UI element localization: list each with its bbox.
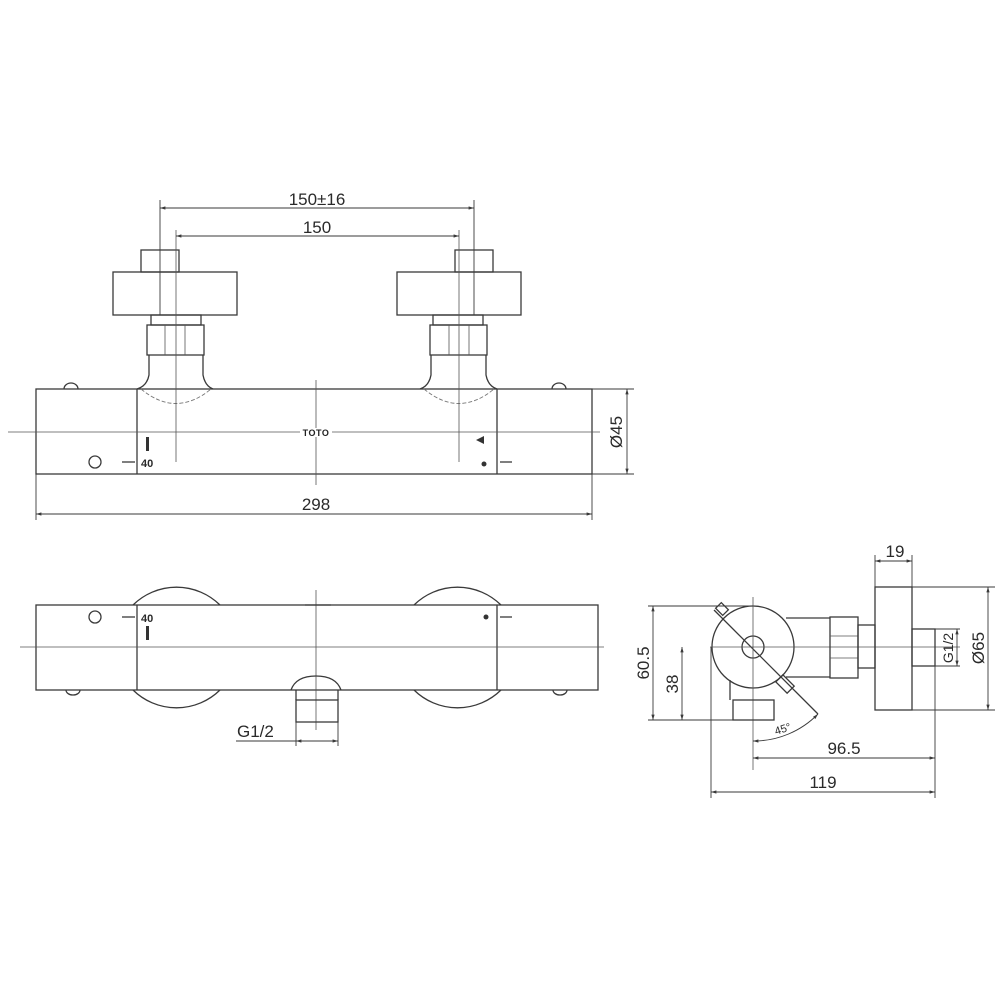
right-hex-nut [429,324,488,356]
left-wall-flange [112,271,238,316]
left-handle-outline [132,586,221,709]
left-eccentric-connector [112,230,238,462]
flange-depth-dim: 19 [886,542,905,561]
right-inlet-neck [419,355,498,390]
safety-button-icon[interactable] [88,610,102,624]
side-flange [874,586,913,711]
left-foot [63,382,79,390]
total-height-dim: 60.5 [634,646,653,679]
right-eccentric-connector [396,230,522,462]
flange-diameter-dim: Ø65 [969,632,988,664]
side-view: 19 Ø65 G1/2 60.5 38 45° 96.5 119 [634,542,995,798]
outlet-neck [290,675,342,691]
spacing-dim: 150 [303,218,331,237]
outlet-thread-dim: G1/2 [237,722,274,741]
right-stem [432,314,484,326]
brand-logo-backdrop [300,428,332,437]
flow-dot-icon [481,461,487,467]
mixer-body-top [35,604,599,691]
total-depth-dim: 119 [809,773,836,792]
top-view: 40 G1/2 [20,586,604,746]
front-view: 40 TOTO 150±16 150 298 Ø45 [8,190,634,520]
shower-symbol-icon [476,436,484,444]
outlet-height-dim: 38 [663,675,682,694]
spacing-tolerance-dim: 150±16 [289,190,346,209]
length-dim: 298 [302,495,330,514]
outlet-nipple [732,699,775,721]
side-nut [829,616,859,679]
brand-logo: TOTO [303,428,330,438]
inlet-thread-dim: G1/2 [940,633,956,664]
angle-dim: 45° [773,721,793,738]
side-pipe [786,617,830,678]
temperature-scale-mark: 40 [141,458,153,470]
side-stem [857,624,876,669]
safety-button-icon[interactable] [88,455,102,469]
diameter-dim: Ø45 [607,416,626,448]
left-hex-nut [146,324,205,356]
flow-dot-icon [483,614,489,620]
angle-arc [752,713,819,743]
mixer-body [35,388,593,475]
outlet-depth-dim: 96.5 [827,739,860,758]
outlet-thread [295,699,339,723]
scale-tick [146,437,149,451]
right-handle-outline [413,586,502,709]
temperature-scale-mark: 40 [141,613,153,625]
right-foot [551,382,567,390]
handle-axis [713,609,819,715]
left-inlet-neck [136,355,214,390]
side-inlet-thread [911,628,936,667]
